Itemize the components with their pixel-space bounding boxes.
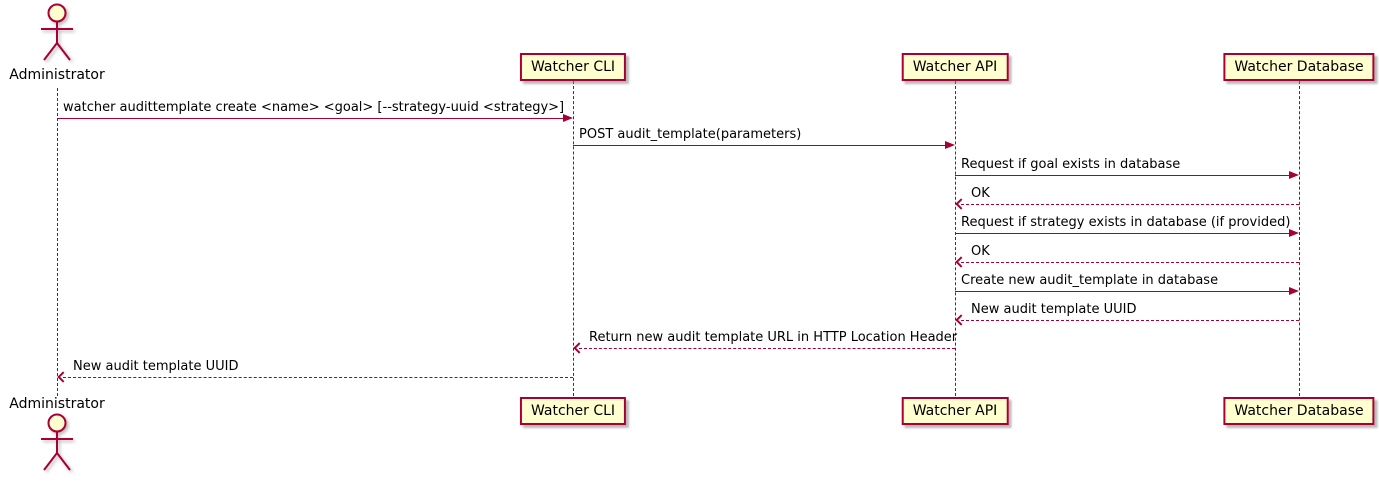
message-label: New audit template UUID bbox=[73, 359, 239, 374]
participant-bottom-watcher-database: Watcher Database bbox=[1223, 397, 1375, 425]
lifeline-administrator bbox=[57, 88, 58, 396]
message-label: OK bbox=[971, 244, 990, 259]
arrow-head-icon bbox=[1289, 171, 1299, 179]
arrow-head-icon bbox=[563, 114, 573, 122]
message-label: New audit template UUID bbox=[971, 302, 1137, 317]
message-line bbox=[57, 118, 564, 119]
message-label: Request if strategy exists in database (… bbox=[961, 215, 1291, 230]
message-label: watcher audittemplate create <name> <goa… bbox=[63, 100, 565, 115]
participant-top-watcher-database: Watcher Database bbox=[1223, 53, 1375, 81]
message-line bbox=[955, 291, 1290, 292]
lifeline-watcher-cli bbox=[573, 81, 574, 396]
message-line bbox=[961, 262, 1299, 263]
participant-top-watcher-api: Watcher API bbox=[901, 53, 1009, 81]
arrow-head-icon bbox=[573, 342, 585, 354]
actor-figure-top bbox=[41, 3, 73, 61]
actor-label-top: Administrator bbox=[9, 67, 105, 83]
arrow-head-icon bbox=[57, 371, 69, 383]
message-label: Create new audit_template in database bbox=[961, 273, 1219, 288]
actor-label-bottom: Administrator bbox=[9, 396, 105, 412]
arrow-head-icon bbox=[1289, 229, 1299, 237]
message-label: Request if goal exists in database bbox=[961, 157, 1181, 172]
lifeline-watcher-database bbox=[1299, 81, 1300, 396]
arrow-head-icon bbox=[955, 256, 967, 268]
message-label: Return new audit template URL in HTTP Lo… bbox=[589, 330, 958, 345]
message-line bbox=[955, 175, 1290, 176]
arrow-head-icon bbox=[955, 314, 967, 326]
message-line bbox=[961, 204, 1299, 205]
actor-figure-bottom bbox=[41, 413, 73, 471]
arrow-head-icon bbox=[945, 141, 955, 149]
message-label: OK bbox=[971, 186, 990, 201]
message-line bbox=[573, 145, 946, 146]
lifeline-watcher-api bbox=[955, 81, 956, 396]
participant-top-watcher-cli: Watcher CLI bbox=[519, 53, 627, 81]
message-line bbox=[63, 377, 573, 378]
message-label: POST audit_template(parameters) bbox=[579, 127, 802, 142]
message-line bbox=[955, 233, 1290, 234]
participant-bottom-watcher-cli: Watcher CLI bbox=[519, 397, 627, 425]
participant-bottom-watcher-api: Watcher API bbox=[901, 397, 1009, 425]
message-line bbox=[961, 320, 1299, 321]
arrow-head-icon bbox=[955, 198, 967, 210]
arrow-head-icon bbox=[1289, 287, 1299, 295]
message-line bbox=[579, 348, 955, 349]
